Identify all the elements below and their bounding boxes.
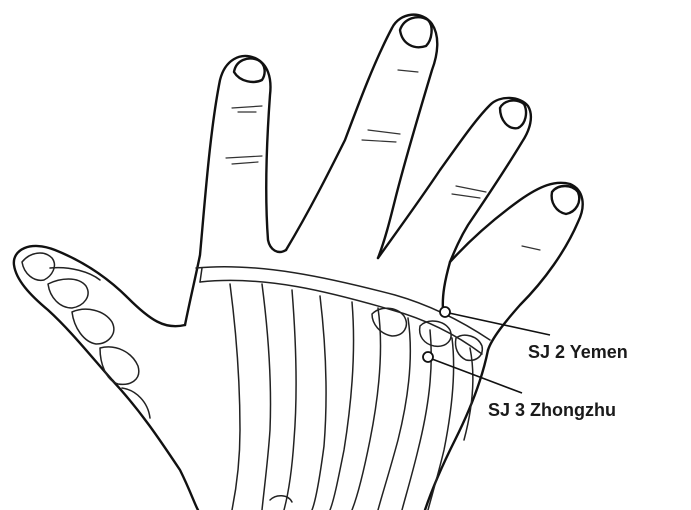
ring-fingernail [500, 101, 526, 129]
sj3-label: SJ 3 Zhongzhu [488, 400, 616, 420]
middle-finger-outline [286, 15, 437, 258]
middle-fingernail [400, 17, 432, 47]
thumb-bones [22, 253, 150, 418]
sj2-point [440, 307, 450, 317]
thumb-outline [14, 246, 198, 510]
hand-outline [14, 15, 583, 510]
index-fingernail [234, 59, 265, 82]
little-fingernail [552, 186, 580, 214]
metacarpal-bones [196, 267, 490, 510]
index-finger-outline [185, 56, 286, 325]
sj2-label: SJ 2 Yemen [528, 342, 628, 362]
sj3-point [423, 352, 433, 362]
acupoint-markers [423, 307, 450, 362]
little-finger-outline [443, 183, 583, 350]
finger-creases [226, 70, 540, 250]
